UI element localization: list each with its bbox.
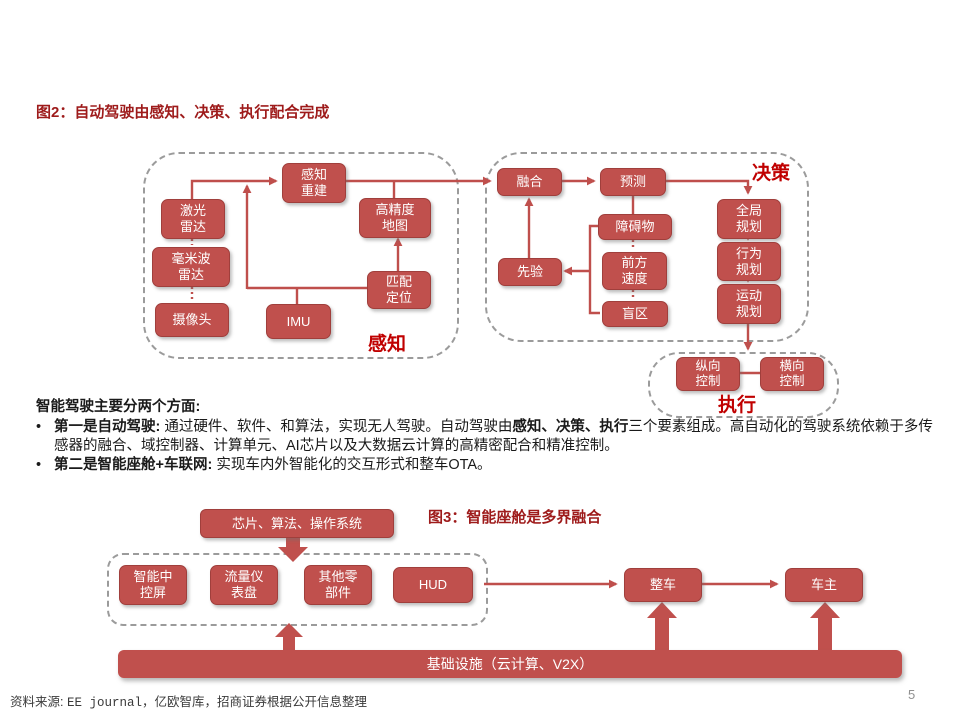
execution-label: 执行 [718,395,757,416]
bullet-1-seg1: 通过硬件、软件、和算法，实现无人驾驶。自动驾驶由 [160,419,513,435]
node-lidar: 激光 雷达 [161,199,225,239]
figure2-title: 图2：自动驾驶由感知、决策、执行配合完成 [36,104,330,121]
node-global-planning: 全局 规划 [717,199,781,239]
node-matching-localization: 匹配 定位 [367,271,431,309]
bullet-1-text: 第一是自动驾驶: 通过硬件、软件、和算法，实现无人驾驶。自动驾驶由感知、决策、执… [54,418,935,456]
bullet-marker: • [36,419,42,435]
node-vehicle: 整车 [624,568,702,602]
node-car-owner: 车主 [785,568,863,602]
node-prediction: 预测 [600,168,666,196]
source-prefix: 资料来源: [10,695,67,709]
perception-label: 感知 [368,334,407,355]
source-rest: ，亿欧智库，招商证券根据公开信息整理 [141,695,367,709]
page-number: 5 [908,687,916,702]
node-mmwave-radar: 毫米波 雷达 [152,247,230,287]
source-note: 资料来源: EE journal，亿欧智库，招商证券根据公开信息整理 [10,691,367,710]
thick-arrow-up-owner [810,602,840,651]
bullet-1-bold: 感知、决策、执行 [512,419,629,435]
node-obstacle: 障碍物 [598,214,672,240]
node-front-speed: 前方 速度 [602,252,667,290]
node-dashboard: 流量仪 表盘 [210,565,278,605]
node-longitudinal-control: 纵向 控制 [676,357,740,391]
bullet-2-lead: 第二是智能座舱+车联网: [54,457,213,473]
node-lateral-control: 横向 控制 [760,357,824,391]
thick-arrow-up-vehicle [647,602,677,651]
figure3-title: 图3：智能座舱是多界融合 [428,509,602,526]
execution-container [648,352,839,418]
node-hd-map: 高精度 地图 [359,198,431,238]
bullet-item-2: • 第二是智能座舱+车联网: 实现车内外智能化的交互形式和整车OTA。 [36,456,935,475]
perception-container [143,152,459,359]
infrastructure-bar: 基础设施（云计算、V2X） [118,650,902,678]
node-other-parts: 其他零 部件 [304,565,372,605]
body-heading: 智能驾驶主要分两个方面: [36,399,201,415]
thick-arrow-up-cockpit [275,623,303,651]
bullet-1-seg2: 三个要素组成。高自动化的驾驶系统依赖于多传感器的融合、域控制器、计算单元、AI芯… [54,419,933,454]
bullet-2-seg1: 实现车内外智能化的交互形式和整车OTA。 [212,457,492,473]
bullet-marker: • [36,457,42,473]
decision-container [485,152,809,342]
bullet-2-text: 第二是智能座舱+车联网: 实现车内外智能化的交互形式和整车OTA。 [54,456,492,475]
node-hud: HUD [393,567,473,603]
node-perception-reconstruction: 感知 重建 [282,163,346,203]
node-camera: 摄像头 [155,303,229,337]
node-smart-screen: 智能中 控屏 [119,565,187,605]
bullet-item-1: • 第一是自动驾驶: 通过硬件、软件、和算法，实现无人驾驶。自动驾驶由感知、决策… [36,418,935,456]
node-imu: IMU [266,304,331,339]
node-fusion: 融合 [497,168,562,196]
node-blind-zone: 盲区 [602,301,668,327]
bullet-1-lead: 第一是自动驾驶: [54,419,161,435]
node-prior: 先验 [498,258,562,286]
source-journal: EE journal [66,696,142,710]
node-behavior-planning: 行为 规划 [717,242,781,281]
decision-label: 决策 [752,163,791,184]
body-text: 智能驾驶主要分两个方面: • 第一是自动驾驶: 通过硬件、软件、和算法，实现无人… [36,398,935,475]
node-motion-planning: 运动 规划 [717,284,781,324]
node-chip-algo-os: 芯片、算法、操作系统 [200,509,394,538]
